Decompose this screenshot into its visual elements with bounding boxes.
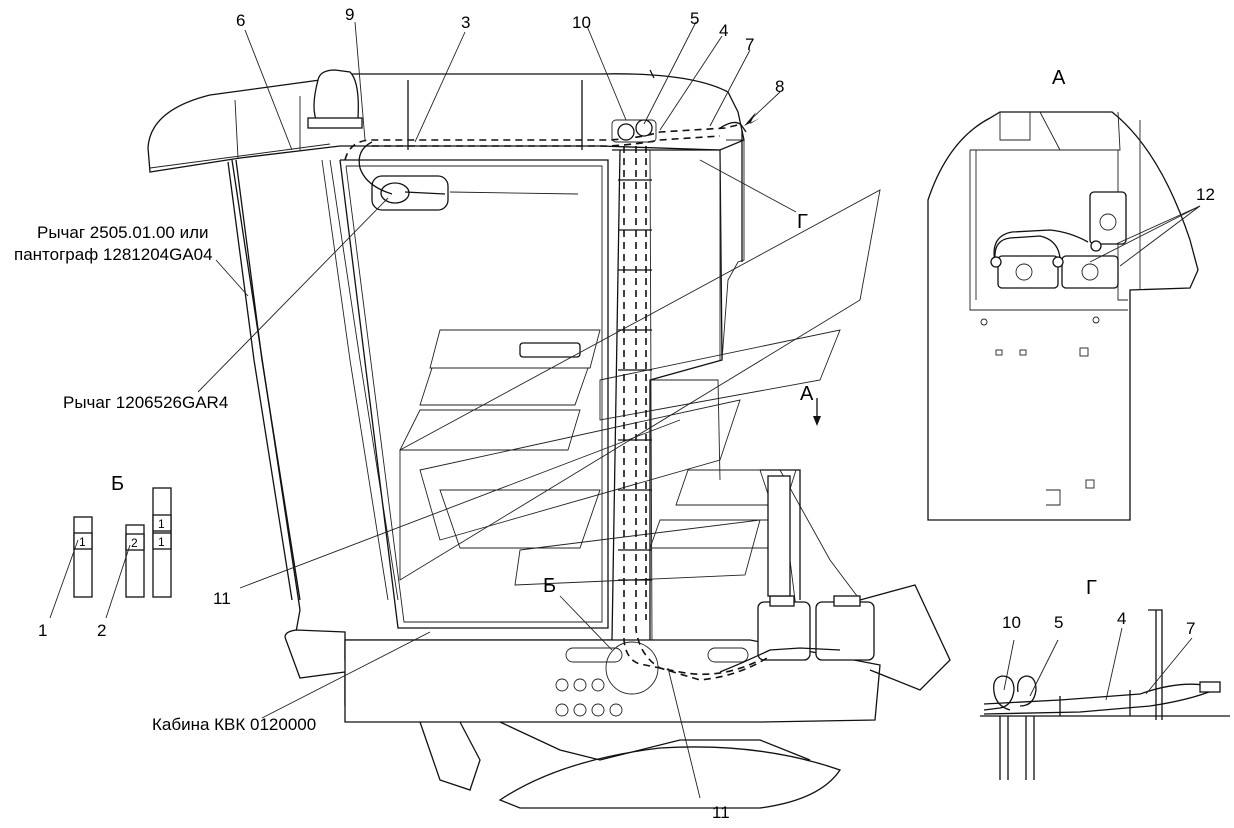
washer-tank-right xyxy=(815,595,875,661)
callout-9: 9 xyxy=(345,5,354,24)
view-g-arrow-label: Г xyxy=(797,211,808,233)
view-g-labels: 10 5 4 7 xyxy=(1002,609,1195,638)
lever-note-line1: Рычаг 2505.01.00 или xyxy=(37,223,209,242)
view-g-callout-7: 7 xyxy=(1186,619,1195,638)
view-g-detail xyxy=(980,609,1230,780)
view-b-labels: 1 2 1 1 1 2 xyxy=(38,517,165,640)
view-b-mark: Б xyxy=(543,575,556,597)
callout-8: 8 xyxy=(775,77,784,96)
view-markers: А А Б Б Г Г xyxy=(111,67,1097,599)
side-window xyxy=(339,159,609,629)
callout-numbers: 6 9 3 10 5 4 7 8 11 11 12 xyxy=(213,5,1215,822)
callout-1: 1 xyxy=(38,621,47,640)
callout-5: 5 xyxy=(690,9,699,28)
tag-1: 1 xyxy=(79,535,86,549)
detail-circle-b xyxy=(605,641,659,695)
callout-4: 4 xyxy=(719,21,728,40)
washer-hose-top xyxy=(344,123,743,161)
callout-7: 7 xyxy=(745,35,754,54)
tag-3-top: 1 xyxy=(158,517,165,531)
washer-tank-left xyxy=(757,595,811,661)
door-handle xyxy=(519,342,581,358)
view-a-title: А xyxy=(1052,67,1066,89)
callout-2: 2 xyxy=(97,621,106,640)
notes: Рычаг 2505.01.00 или пантограф 1281204GA… xyxy=(14,223,316,734)
view-a-detail xyxy=(927,111,1201,521)
cabin-assembly xyxy=(147,69,951,809)
view-g-callout-5: 5 xyxy=(1054,613,1063,632)
lever-note-line2: пантограф 1281204GA04 xyxy=(14,245,213,264)
tag-2: 2 xyxy=(131,536,138,550)
view-g-callout-4: 4 xyxy=(1117,609,1126,628)
tag-3-bottom: 1 xyxy=(158,535,165,549)
callout-11-bottom: 11 xyxy=(712,803,730,822)
view-b-title: Б xyxy=(111,473,124,495)
lever2-note: Рычаг 1206526GAR4 xyxy=(63,393,228,412)
hose-clips xyxy=(618,179,652,581)
view-g-callout-10: 10 xyxy=(1002,613,1021,632)
washer-hose-vertical xyxy=(623,146,761,676)
view-b-detail xyxy=(49,487,172,619)
floor-holes xyxy=(555,678,623,717)
callout-12: 12 xyxy=(1196,185,1215,204)
view-g-title: Г xyxy=(1086,577,1097,599)
leader-lines xyxy=(197,21,821,799)
cabin-frame xyxy=(231,149,621,641)
cabin-note: Кабина КВК 0120000 xyxy=(152,715,316,734)
view-a-arrow-label: А xyxy=(800,383,814,405)
callout-3: 3 xyxy=(461,13,470,32)
callout-10: 10 xyxy=(572,13,591,32)
callout-6: 6 xyxy=(236,11,245,30)
callout-11-left: 11 xyxy=(213,589,231,608)
cabin-roof xyxy=(147,72,745,173)
